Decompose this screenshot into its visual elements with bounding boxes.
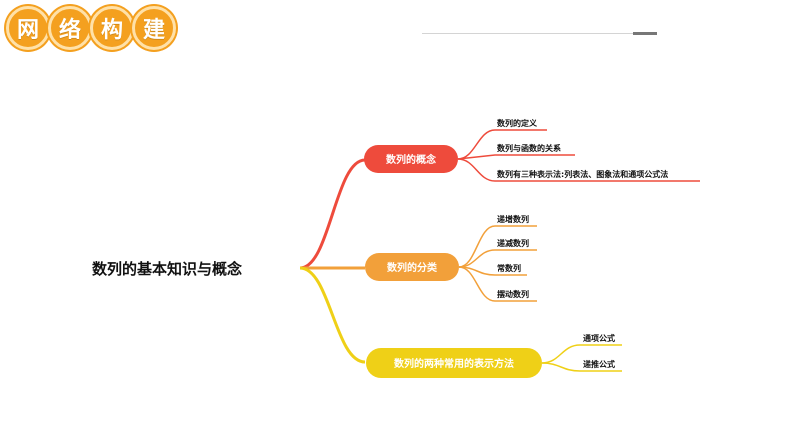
leaf-text: 递减数列 — [497, 238, 529, 248]
leaf-connector — [457, 154, 575, 160]
branch-label: 数列的两种常用的表示方法 — [394, 357, 514, 370]
leaf-text: 数列有三种表示法:列表法、图象法和通项公式法 — [497, 169, 668, 179]
badge-char: 构 — [90, 6, 134, 50]
branch-node-representation — [366, 348, 542, 378]
leaf-text: 数列的定义 — [497, 118, 538, 128]
leaf-text: 通项公式 — [583, 333, 615, 343]
badge-char: 网 — [6, 6, 50, 50]
leaf-connector — [458, 266, 537, 302]
leaf-connector — [457, 158, 700, 182]
root-connector-1 — [299, 158, 366, 270]
leaf-text: 数列与函数的关系 — [497, 143, 561, 153]
branch-label: 数列的分类 — [387, 261, 437, 274]
decorative-dash — [633, 32, 657, 35]
leaf-connector — [458, 249, 537, 268]
leaf-connector — [541, 362, 622, 372]
section-title-badge: 网 络 构 建 — [6, 6, 176, 52]
branch-node-classification — [365, 253, 459, 281]
leaf-text: 递推公式 — [583, 359, 615, 369]
leaf-text: 递增数列 — [497, 214, 529, 224]
badge-char: 建 — [132, 6, 176, 50]
root-connector-3 — [299, 266, 366, 364]
branch-node-concept — [364, 145, 458, 173]
leaf-connector — [541, 344, 622, 364]
decorative-divider — [422, 33, 657, 34]
leaf-text: 摆动数列 — [497, 289, 529, 299]
leaf-connector — [458, 225, 537, 268]
root-topic: 数列的基本知识与概念 — [92, 260, 242, 278]
branch-label: 数列的概念 — [386, 153, 436, 166]
leaf-text: 常数列 — [497, 263, 521, 273]
badge-char: 络 — [48, 6, 92, 50]
